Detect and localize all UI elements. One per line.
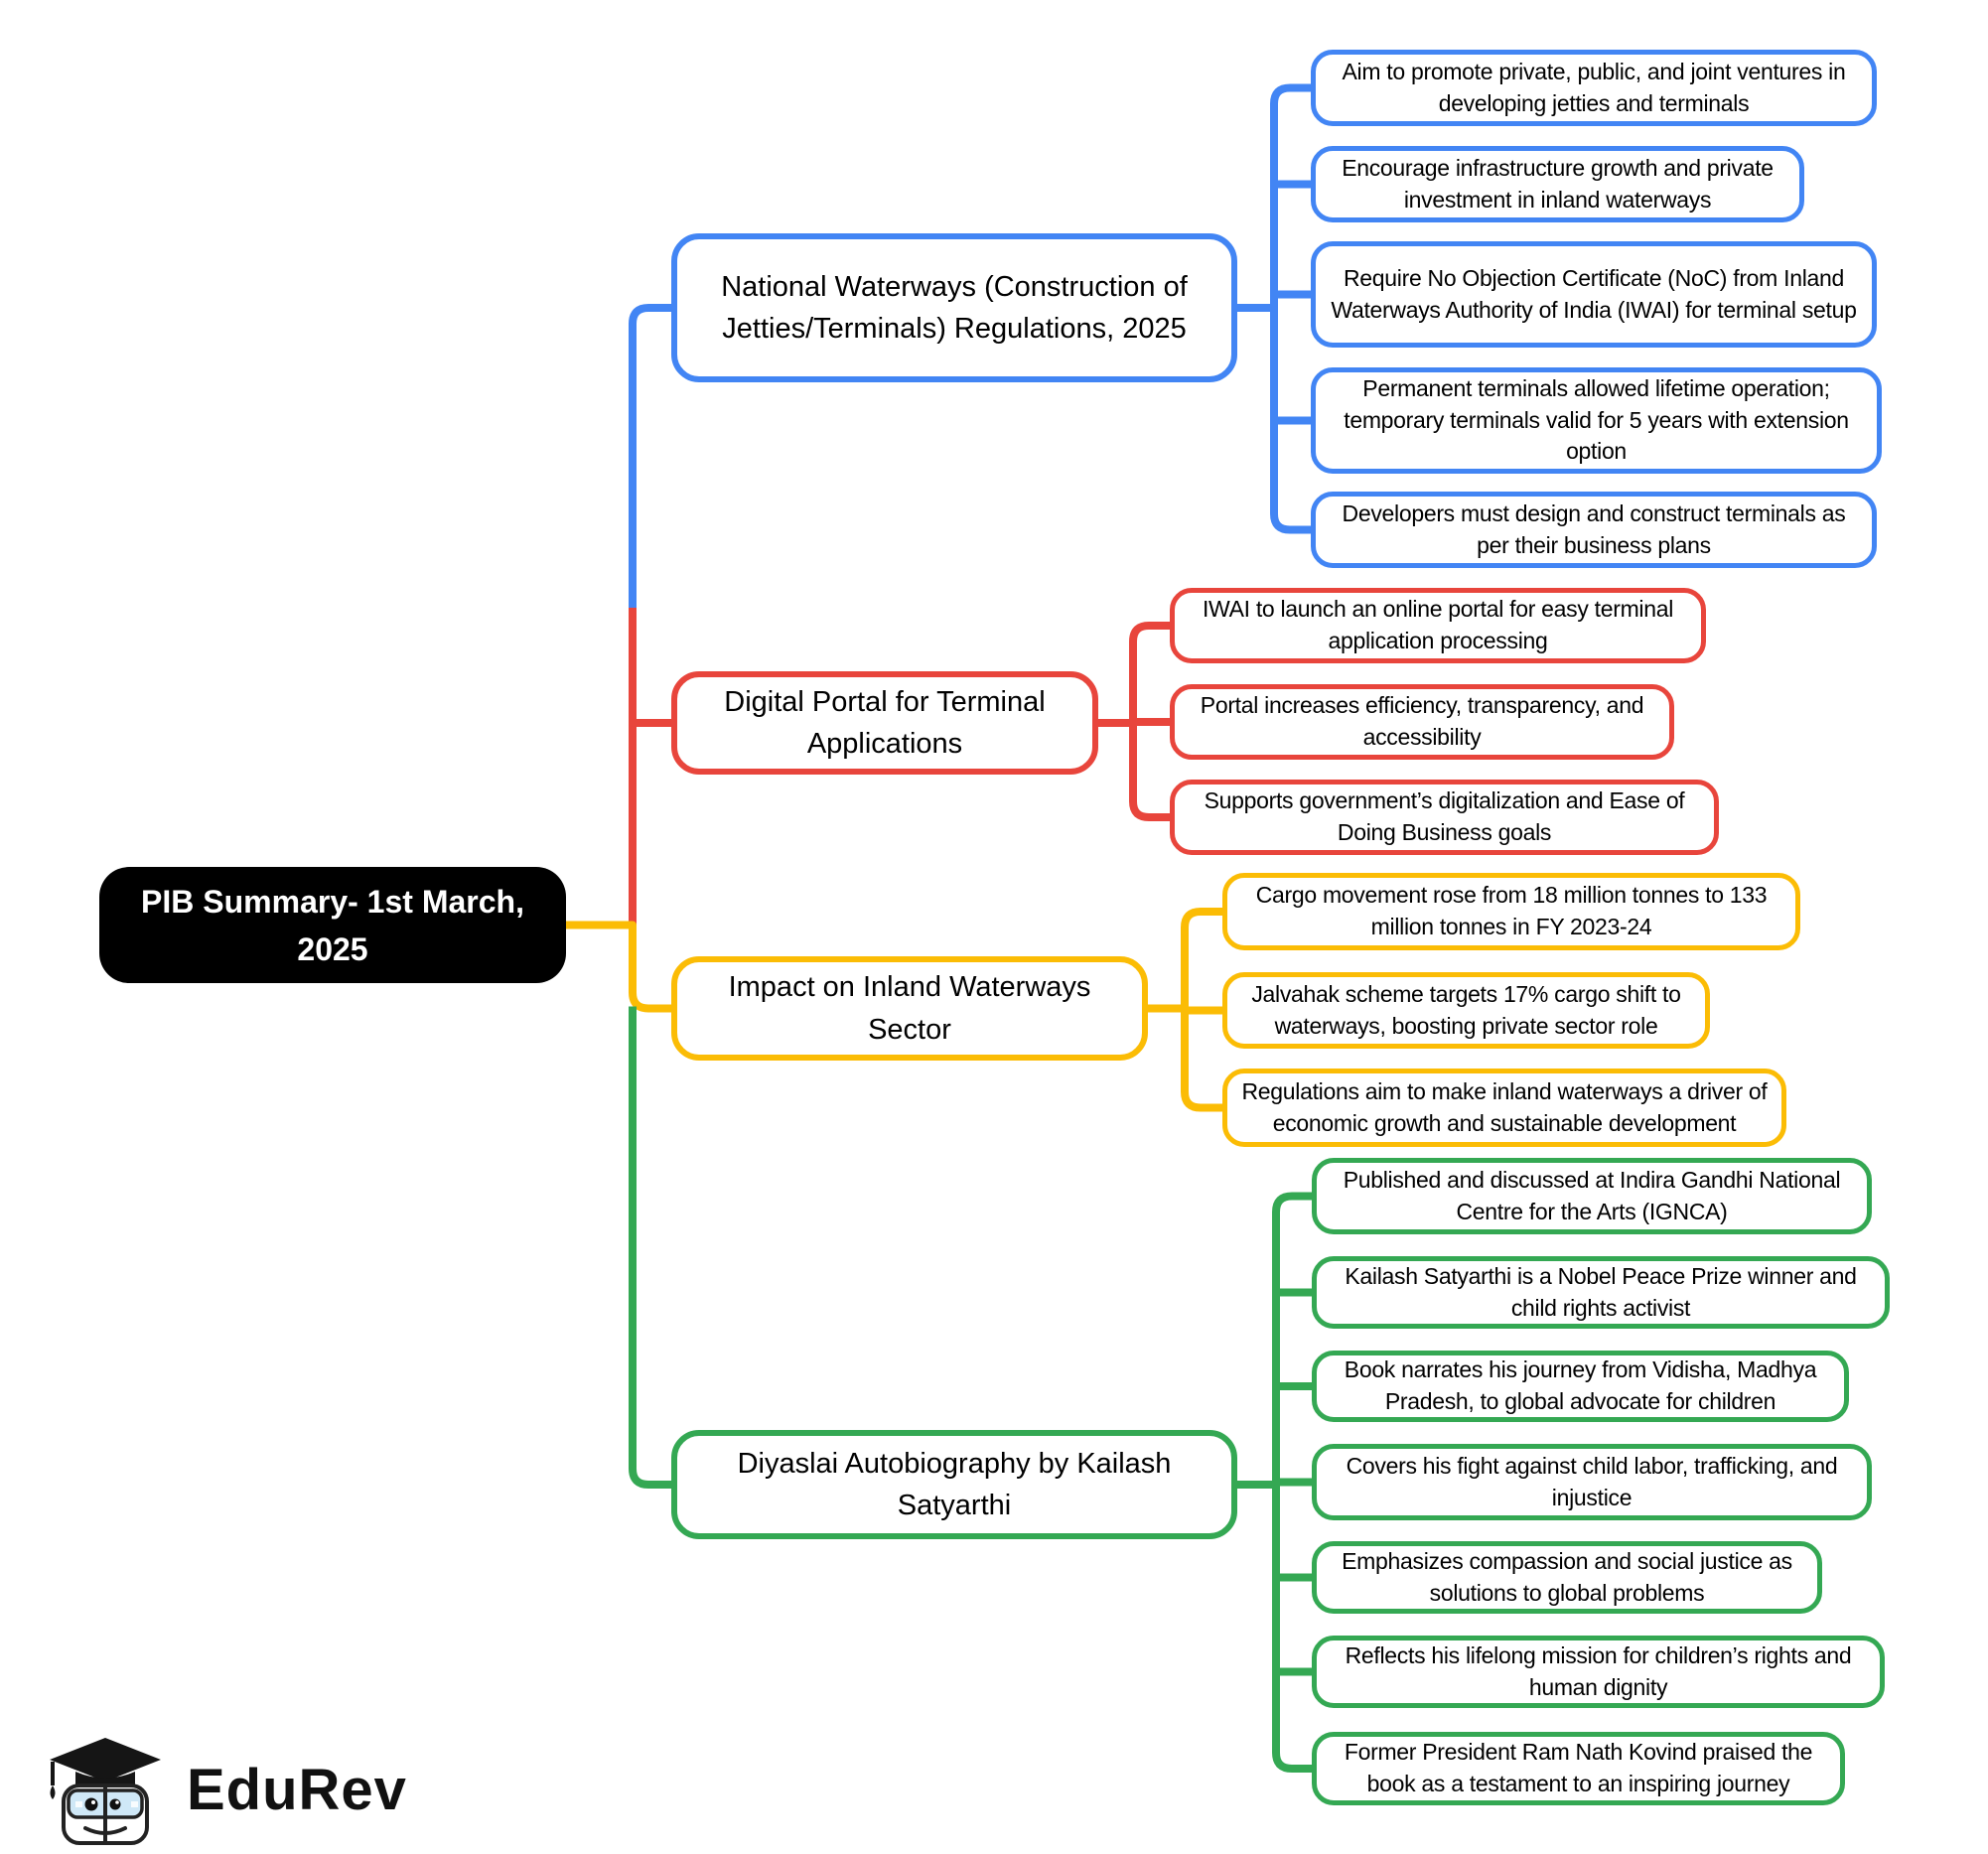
leaf-node-diyaslai-autobiography-2: Kailash Satyarthi is a Nobel Peace Prize… (1312, 1256, 1890, 1329)
leaf-node-digital-portal-terminal-applications-1: IWAI to launch an online portal for easy… (1170, 588, 1706, 663)
leaf-node-diyaslai-autobiography-5: Emphasizes compassion and social justice… (1312, 1541, 1822, 1614)
leaf-node-diyaslai-autobiography-3: Book narrates his journey from Vidisha, … (1312, 1351, 1849, 1422)
edurev-mascot-icon (50, 1738, 161, 1845)
leaf-node-diyaslai-autobiography-6: Reflects his lifelong mission for childr… (1312, 1636, 1885, 1708)
leaf-node-diyaslai-autobiography-1: Published and discussed at Indira Gandhi… (1312, 1158, 1872, 1234)
leaf-node-national-waterways-regulations-2: Encourage infrastructure growth and priv… (1311, 146, 1804, 222)
branch-node-diyaslai-autobiography: Diyaslai Autobiography by Kailash Satyar… (671, 1430, 1237, 1539)
edurev-logo: EduRev (40, 1730, 407, 1849)
leaf-node-national-waterways-regulations-1: Aim to promote private, public, and join… (1311, 50, 1877, 126)
leaf-node-national-waterways-regulations-4: Permanent terminals allowed lifetime ope… (1311, 367, 1882, 474)
leaf-node-impact-inland-waterways-sector-2: Jalvahak scheme targets 17% cargo shift … (1222, 972, 1710, 1049)
branch-node-impact-inland-waterways-sector: Impact on Inland Waterways Sector (671, 956, 1148, 1061)
leaf-node-national-waterways-regulations-3: Require No Objection Certificate (NoC) f… (1311, 241, 1877, 348)
leaf-node-impact-inland-waterways-sector-1: Cargo movement rose from 18 million tonn… (1222, 873, 1800, 950)
leaf-node-diyaslai-autobiography-7: Former President Ram Nath Kovind praised… (1312, 1732, 1845, 1805)
leaf-node-digital-portal-terminal-applications-3: Supports government’s digitalization and… (1170, 780, 1719, 855)
leaf-node-diyaslai-autobiography-4: Covers his fight against child labor, tr… (1312, 1444, 1872, 1520)
branch-node-digital-portal-terminal-applications: Digital Portal for Terminal Applications (671, 671, 1098, 775)
branch-node-national-waterways-regulations: National Waterways (Construction of Jett… (671, 233, 1237, 382)
leaf-node-digital-portal-terminal-applications-2: Portal increases efficiency, transparenc… (1170, 684, 1674, 760)
edurev-brand-text: EduRev (187, 1757, 407, 1822)
leaf-node-national-waterways-regulations-5: Developers must design and construct ter… (1311, 492, 1877, 568)
leaf-node-impact-inland-waterways-sector-3: Regulations aim to make inland waterways… (1222, 1069, 1786, 1147)
mindmap-root-node: PIB Summary- 1st March, 2025 (99, 867, 566, 983)
